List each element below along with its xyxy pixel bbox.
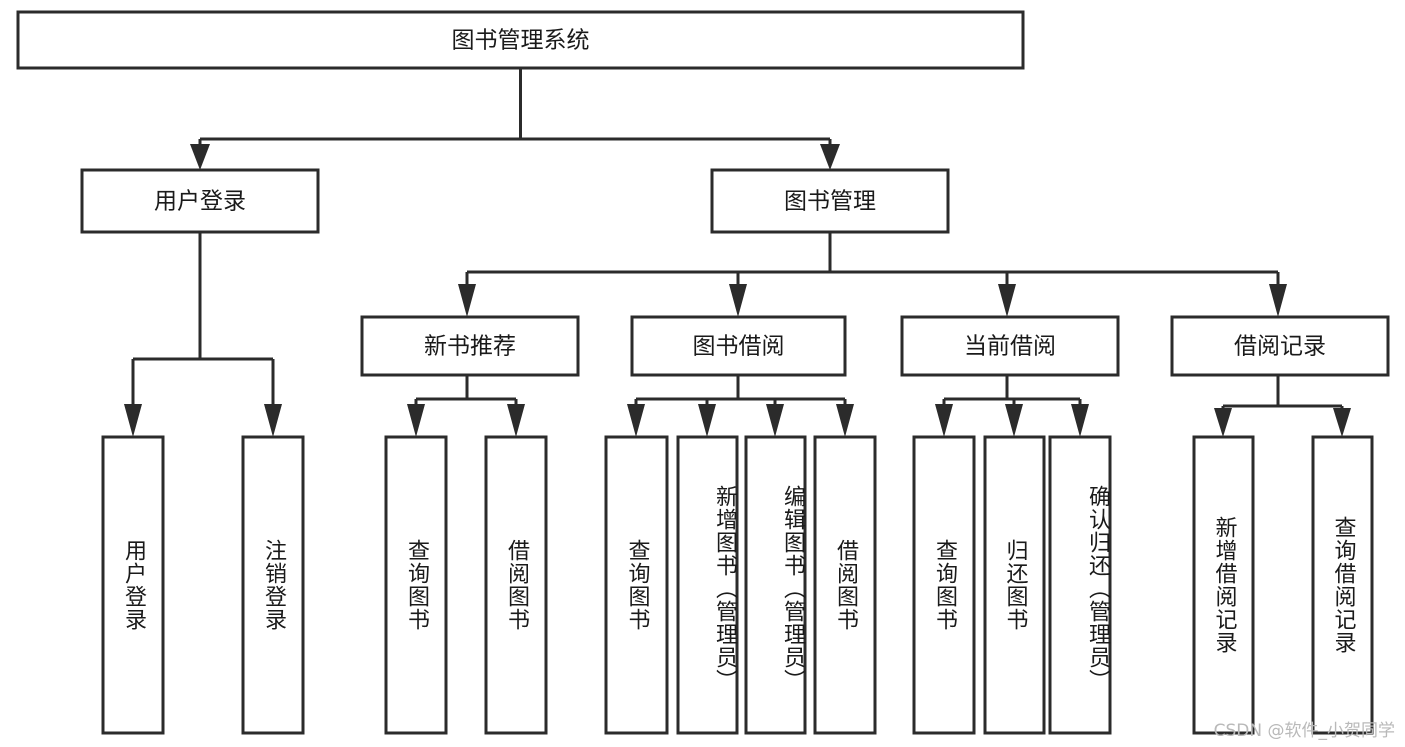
leaf-box-query-borrow-record[interactable] [1311,435,1374,735]
connector-group-new-book-recommend [407,375,525,437]
arrow-head-leaf-query-book-2 [627,404,645,437]
root-box[interactable] [16,10,1025,70]
node-root[interactable]: 图书管理系统 [16,10,1025,70]
new-book-recommend-label: 新书推荐 [424,334,516,360]
arrow-head-leaf-return-book [1005,404,1023,437]
arrow-head-leaf-borrow-book-1 [507,404,525,437]
connector-group-user-login [124,232,282,437]
node-book-borrow[interactable]: 图书借阅 [630,315,847,377]
leaf-box-borrow-book-2[interactable] [813,435,877,735]
connector-group-book-manage [458,232,1287,317]
leaf-box-query-book-2[interactable] [604,435,669,735]
arrow-head-leaf-add-borrow-record [1214,408,1232,437]
leaf-box-logout-login[interactable] [241,435,305,735]
node-book-manage[interactable]: 图书管理 [710,168,950,234]
arrow-head-leaf-confirm-return [1071,404,1089,437]
node-current-borrow[interactable]: 当前借阅 [900,315,1120,377]
connector-group-borrow-record [1214,375,1351,437]
leaf-box-edit-book[interactable] [744,435,807,735]
csdn-watermark: CSDN @软件_小贺同学 [1213,721,1395,741]
leaf-box-user-login[interactable] [101,435,165,735]
leaf-box-add-borrow-record[interactable] [1192,435,1255,735]
book-borrow-label: 图书借阅 [693,334,785,360]
leaf-boxes-group [101,435,1374,735]
leaf-box-add-book[interactable] [676,435,739,735]
arrow-head-leaf-query-book-1 [407,404,425,437]
borrow-record-box[interactable] [1170,315,1390,377]
connector-group-book-borrow [627,375,854,437]
arrow-head-user-login [190,144,210,170]
arrow-head-borrow-record [1269,284,1287,317]
arrow-head-leaf-add-book [698,404,716,437]
arrow-head-leaf-query-book-3 [935,404,953,437]
arrow-head-leaf-edit-book [766,404,784,437]
node-new-book-recommend[interactable]: 新书推荐 [360,315,580,377]
arrow-head-current-borrow [998,284,1016,317]
user-login-label: 用户登录 [154,189,246,215]
leaf-box-return-book[interactable] [983,435,1046,735]
new-book-recommend-box[interactable] [360,315,580,377]
arrow-head-book-manage [820,144,840,170]
arrow-head-leaf-query-borrow-record [1333,408,1351,437]
node-borrow-record[interactable]: 借阅记录 [1170,315,1390,377]
root-label: 图书管理系统 [452,28,590,54]
arrow-head-leaf-logout-login [264,404,282,437]
arrow-head-book-borrow [729,284,747,317]
arrow-head-leaf-borrow-book-2 [836,404,854,437]
leaf-box-query-book-3[interactable] [912,435,976,735]
connector-group-current-borrow [935,375,1089,437]
leaf-box-confirm-return[interactable] [1048,435,1112,735]
connector-group-root [190,68,840,170]
borrow-record-label: 借阅记录 [1234,334,1326,360]
user-login-box[interactable] [80,168,320,234]
current-borrow-label: 当前借阅 [964,334,1056,360]
node-user-login[interactable]: 用户登录 [80,168,320,234]
current-borrow-box[interactable] [900,315,1120,377]
leaf-box-borrow-book-1[interactable] [484,435,548,735]
leaf-box-query-book-1[interactable] [384,435,448,735]
book-manage-label: 图书管理 [784,189,876,215]
arrow-head-new-book-recommend [458,284,476,317]
book-borrow-box[interactable] [630,315,847,377]
book-manage-box[interactable] [710,168,950,234]
arrow-head-leaf-user-login [124,404,142,437]
